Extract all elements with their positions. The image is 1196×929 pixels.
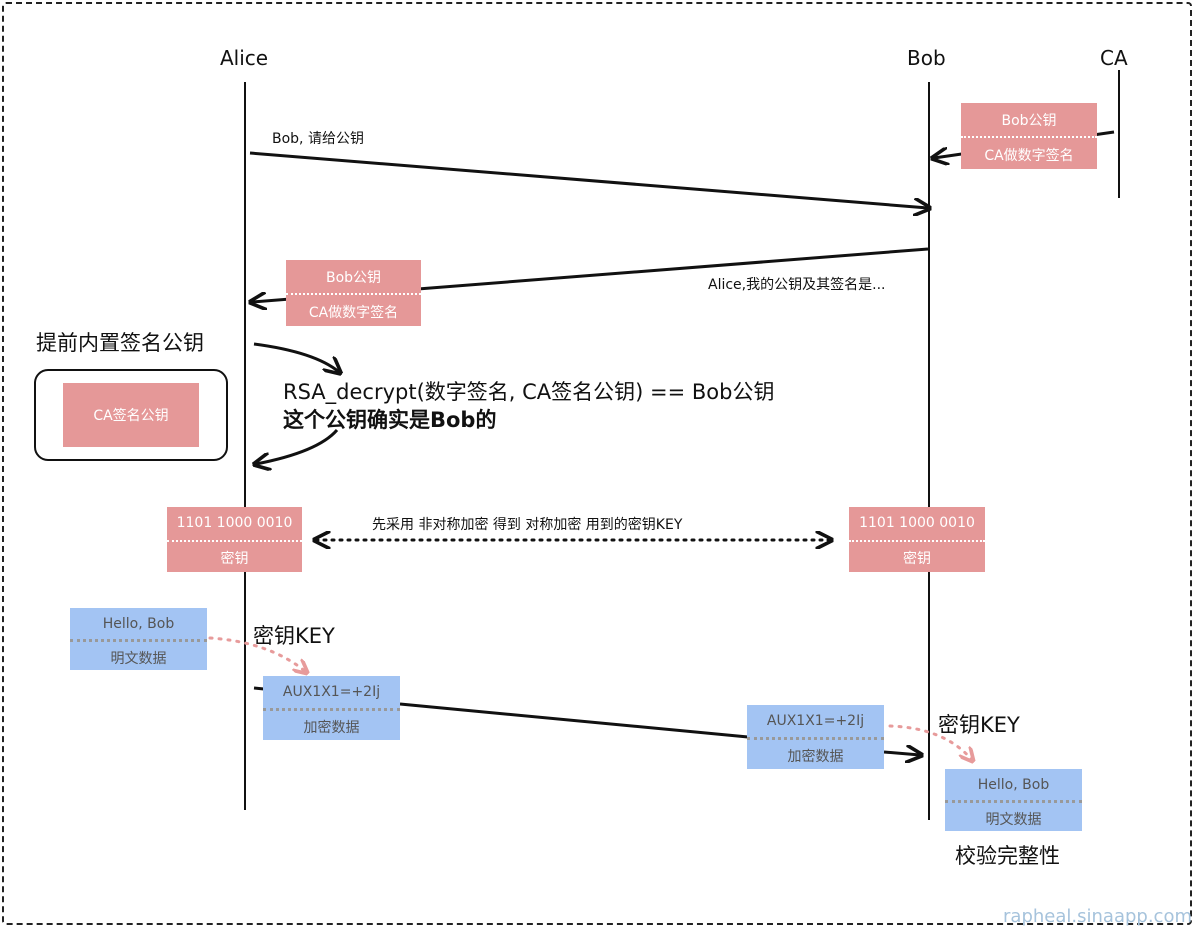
key-label: 密钥 [220, 550, 249, 567]
alice-key-label: 密钥KEY [253, 624, 335, 648]
plaintext-label: 明文数据 [985, 811, 1042, 828]
send-cipher-arrow [399, 702, 749, 739]
watermark: rapheal.sinaapp.com [1003, 906, 1192, 927]
ca-cert-box: Bob公钥 CA做数字签名 [961, 103, 1097, 169]
bob-session-key: 1101 1000 0010 密钥 [849, 507, 985, 572]
plaintext-label: 明文数据 [110, 650, 167, 667]
actor-alice: Alice [220, 46, 269, 70]
ciphertext-label: 加密数据 [787, 749, 844, 765]
plaintext-content: Hello, Bob [70, 608, 207, 642]
encrypt-key-arrow [208, 636, 306, 672]
alice-plaintext-box: Hello, Bob 明文数据 [70, 608, 207, 670]
alice-session-key: 1101 1000 0010 密钥 [167, 507, 302, 572]
key-exchange-label: 先采用 非对称加密 得到 对称加密 用到的密钥KEY [372, 517, 683, 533]
key-bits: 1101 1000 0010 [849, 507, 985, 542]
key-bits: 1101 1000 0010 [167, 507, 302, 542]
request-key-arrow [249, 151, 928, 208]
cert-public-key: Bob公钥 [286, 260, 421, 295]
integrity-label: 校验完整性 [955, 844, 1060, 868]
plaintext-content: Hello, Bob [945, 769, 1082, 803]
actor-ca: CA [1100, 46, 1128, 70]
preinstalled-label: 提前内置签名公钥 [36, 331, 204, 355]
verify-curve-in [253, 342, 339, 372]
bob-plaintext-box: Hello, Bob 明文数据 [945, 769, 1082, 831]
cert-signature: CA做数字签名 [308, 304, 399, 321]
actor-bob: Bob [907, 46, 946, 70]
ciphertext-label: 加密数据 [303, 720, 360, 736]
preinstalled-key-store [34, 369, 228, 461]
verify-curve-out [256, 428, 339, 464]
cert-signature: CA做数字签名 [984, 147, 1074, 164]
ca-public-key-box: CA签名公钥 [63, 383, 199, 447]
ciphertext-content: AUX1X1=+2Ij [747, 705, 884, 740]
send-cipher-arrow-head [253, 686, 265, 691]
key-label: 密钥 [903, 550, 931, 567]
request-key-label: Bob, 请给公钥 [272, 131, 364, 147]
decrypt-key-arrow [888, 724, 972, 760]
bob-ciphertext-box: AUX1X1=+2Ij 加密数据 [747, 705, 884, 769]
bob-key-label: 密钥KEY [938, 713, 1020, 737]
reply-key-label: Alice,我的公钥及其签名是... [708, 277, 886, 293]
ciphertext-content: AUX1X1=+2Ij [263, 676, 400, 711]
alice-ciphertext-box: AUX1X1=+2Ij 加密数据 [263, 676, 400, 740]
send-cipher-arrow-tail [883, 752, 920, 755]
verify-formula: RSA_decrypt(数字签名, CA签名公钥) == Bob公钥 [283, 380, 775, 404]
cert-public-key: Bob公钥 [961, 103, 1097, 138]
verify-conclusion: 这个公钥确实是Bob的 [283, 408, 497, 432]
received-cert-box: Bob公钥 CA做数字签名 [286, 260, 421, 326]
